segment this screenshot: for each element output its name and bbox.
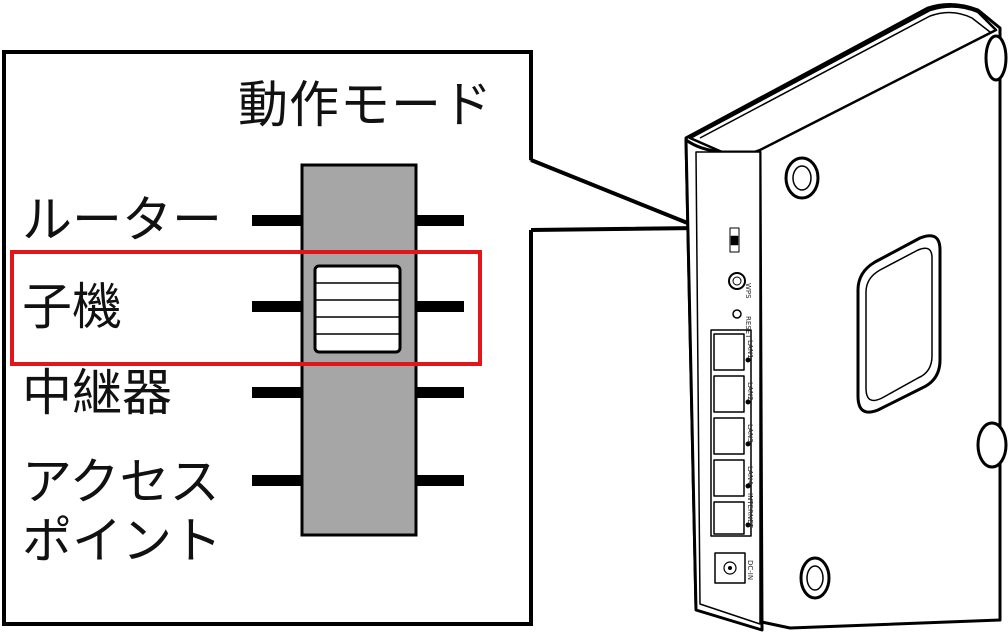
- mode-ticks: [252, 215, 464, 486]
- mode-title: 動作モード: [238, 76, 493, 134]
- port-label-lan4: LAN4: [746, 466, 754, 485]
- mode-label-client: 子機: [22, 278, 122, 336]
- wps-label: WPS: [744, 283, 752, 299]
- mode-switch-knob: [313, 264, 402, 354]
- mode-label-access-point: アクセス ポイント: [22, 453, 222, 570]
- callout-panel: [2, 50, 533, 626]
- mode-label-repeater: 中継器: [22, 364, 172, 422]
- reset-label: RESET: [744, 316, 752, 339]
- port-label-internet: INTERNET: [746, 493, 754, 528]
- port-label-lan2: LAN2: [746, 382, 754, 401]
- mode-label-router: ルーター: [22, 191, 222, 249]
- port-label-lan3: LAN3: [746, 424, 754, 443]
- router-device: [684, 3, 1008, 632]
- selected-mode-highlight: [10, 250, 482, 366]
- port-label-lan1: LAN1: [746, 340, 754, 359]
- dc-in-label: DC-IN: [746, 560, 754, 581]
